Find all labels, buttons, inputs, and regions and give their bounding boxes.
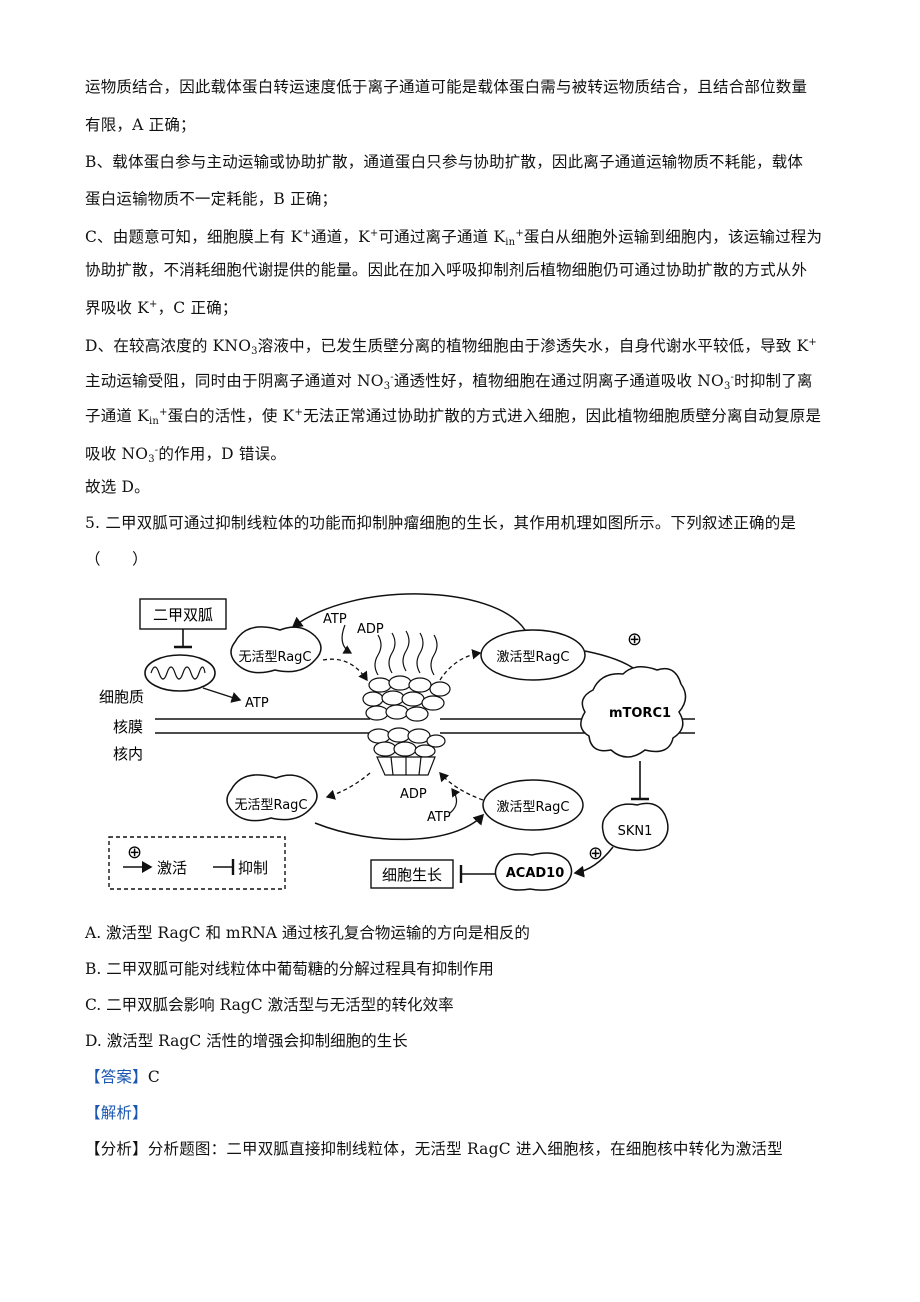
paragraph-c-line3: 界吸收 K+，C 正确； [85, 299, 238, 317]
mitochondrion-icon [144, 654, 216, 692]
acad10-label: ACAD10 [506, 866, 565, 881]
top-import-arrow [322, 658, 368, 682]
skn1-shape [601, 802, 669, 852]
paragraph-b-line1: B、载体蛋白参与主动运输或协助扩散，通道蛋白只参与协助扩散，因此离子通道运输物质… [85, 153, 804, 171]
analysis-heading: 【解析】 [85, 1102, 845, 1124]
inactive-ragc-bottom-label: 无活型RagC [234, 798, 307, 813]
nuclear-pore-complex-icon [362, 630, 451, 776]
answer-value: C [147, 1068, 160, 1086]
legend-plus-sign: ⊕ [127, 842, 142, 863]
mtorc1-shape [580, 666, 687, 758]
cytoplasm-label: 细胞质 [99, 688, 144, 706]
legend-activate-label: 激活 [157, 859, 187, 877]
mito-atp-arrow [202, 687, 242, 703]
paragraph-c-line2: 协助扩散，不消耗细胞代谢提供的能量。因此在加入呼吸抑制剂后植物细胞仍可通过协助扩… [85, 261, 808, 279]
bottom-atp-adp-arrow [449, 788, 461, 814]
active-ragc-bottom-shape [482, 779, 584, 831]
cell-growth-box [370, 859, 454, 889]
active-ragc-top-label: 激活型RagC [496, 650, 569, 665]
paragraph-d-line1: D、在较高浓度的 KNO3溶液中，已发生质壁分离的植物细胞由于渗透失水，自身代谢… [85, 337, 817, 357]
inactive-ragc-bottom-shape [226, 774, 318, 822]
option-b: B. 二甲双胍可能对线粒体中葡萄糖的分解过程具有抑制作用 [85, 960, 494, 978]
nuclear-membrane-label: 核膜 [113, 718, 143, 736]
inactive-ragc-top-shape [230, 626, 322, 674]
top-adp-label: ADP [357, 622, 384, 637]
skn1-label: SKN1 [618, 824, 653, 839]
question-5-blank: （ ） [85, 550, 148, 568]
nucleus-inner-label: 核内 [113, 745, 143, 763]
paragraph-a-line2: 有限，A 正确； [85, 116, 196, 134]
legend-box [108, 836, 286, 890]
mtorc1-label: mTORC1 [609, 706, 671, 721]
plus-sign-top: ⊕ [627, 629, 642, 650]
top-conversion-arc [291, 593, 526, 631]
question-5-stem: 5. 二甲双胍可通过抑制线粒体的功能而抑制肿瘤细胞的生长，其作用机理如图所示。下… [85, 514, 797, 532]
paragraph-d-line2: 主动运输受阻，同时由于阴离子通道对 NO3-通透性好，植物细胞在通过阴离子通道吸… [85, 372, 813, 392]
fenxi-text: 分析题图：二甲双胍直接抑制线粒体，无活型 RagC 进入细胞核，在细胞核中转化为… [147, 1140, 783, 1158]
bottom-active-arrow [439, 772, 484, 801]
answer-line: 【答案】C [85, 1066, 845, 1088]
option-a: A. 激活型 RagC 和 mRNA 通过核孔复合物运输的方向是相反的 [85, 924, 530, 942]
option-c: C. 二甲双胍会影响 RagC 激活型与无活型的转化效率 [85, 996, 454, 1014]
top-export-arrow [439, 649, 482, 681]
cell-growth-label: 细胞生长 [382, 866, 442, 884]
mito-atp-label: ATP [245, 696, 269, 711]
metformin-label: 二甲双胍 [153, 606, 213, 624]
paragraph-b-line2: 蛋白运输物质不一定耗能，B 正确； [85, 190, 338, 208]
answer-label: 【答案】 [85, 1068, 148, 1086]
acad10-shape [494, 852, 573, 891]
option-d: D. 激活型 RagC 活性的增强会抑制细胞的生长 [85, 1032, 408, 1050]
paragraph-d-line3: 子通道 Kin+蛋白的活性，使 K+无法正常通过协助扩散的方式进入细胞，因此植物… [85, 407, 822, 427]
mechanism-diagram: 二甲双胍 细胞质 ATP 核膜 核内 无活型RagC 激活型RagC ATP A… [99, 593, 695, 891]
paragraph-a-line1: 运物质结合，因此载体蛋白转运速度低于离子通道可能是载体蛋白需与被转运物质结合，且… [85, 78, 808, 96]
bottom-atp-label: ATP [427, 810, 451, 825]
active-ragc-bottom-label: 激活型RagC [496, 800, 569, 815]
analysis-label: 【解析】 [85, 1104, 148, 1122]
plus-sign-bottom: ⊕ [588, 843, 603, 864]
top-atp-label: ATP [323, 612, 347, 627]
bottom-adp-label: ADP [400, 787, 427, 802]
conclusion-line: 故选 D。 [85, 478, 150, 496]
bottom-inactive-arrow [325, 772, 371, 800]
top-atp-adp-arrow [341, 624, 353, 654]
bottom-conversion-arc [314, 813, 485, 841]
fenxi-label: 【分析】 [85, 1140, 148, 1158]
metformin-box [139, 598, 227, 630]
paragraph-c-line1: C、由题意可知，细胞膜上有 K+通道，K+可通过离子通道 Kin+蛋白从细胞外运… [85, 228, 823, 248]
inactive-ragc-top-label: 无活型RagC [238, 650, 311, 665]
paragraph-d-line4: 吸收 NO3-的作用，D 错误。 [85, 445, 287, 465]
legend-inhibit-label: 抑制 [238, 859, 268, 877]
analysis-text-line: 【分析】分析题图：二甲双胍直接抑制线粒体，无活型 RagC 进入细胞核，在细胞核… [85, 1138, 845, 1160]
skn1-to-acad10-arrow [573, 846, 614, 878]
